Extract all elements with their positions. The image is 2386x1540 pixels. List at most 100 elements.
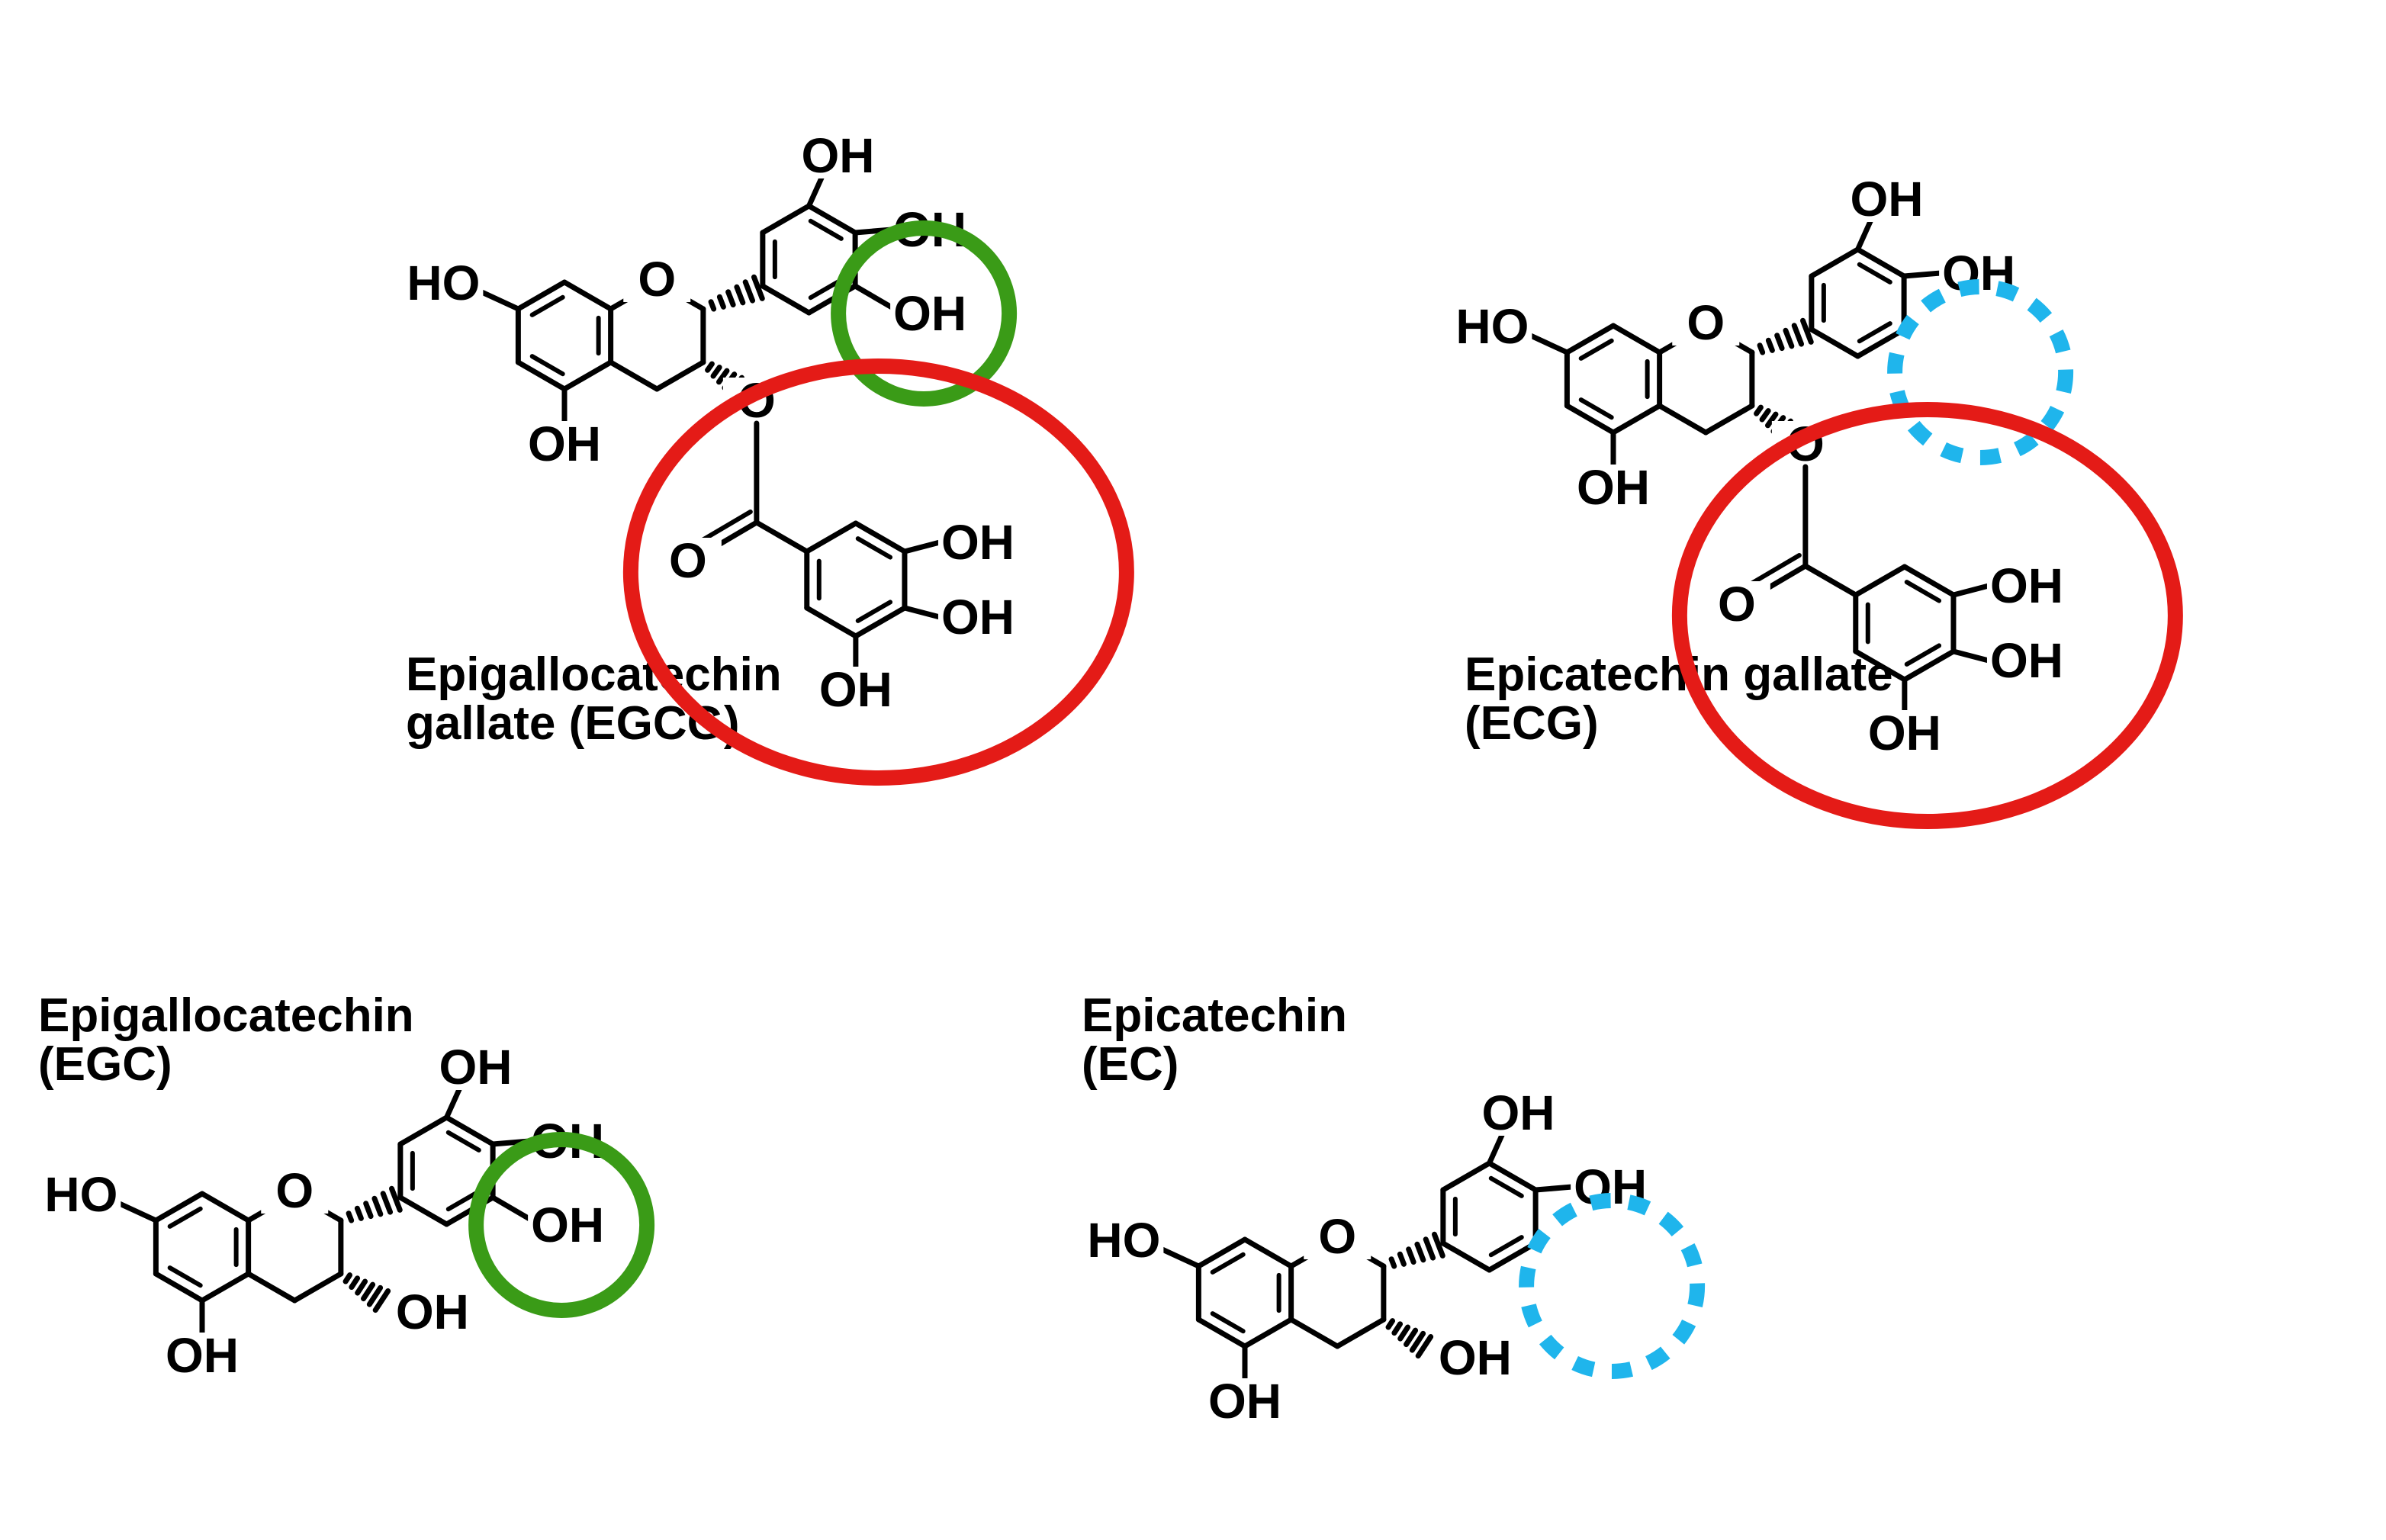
compound-abbreviation: (EGC): [38, 1038, 172, 1091]
galloyl-hydroxyl-label: OH: [819, 662, 892, 717]
atom-background: [1870, 710, 1938, 756]
compound-abbreviation: (EC): [1082, 1038, 1179, 1091]
c3-wedge: [1391, 1321, 1404, 1336]
bond: [1334, 1317, 1387, 1349]
carbonyl-double-bond: [696, 510, 753, 545]
c3-wedge: [705, 361, 715, 373]
double-bond: [1210, 1311, 1246, 1334]
extra-hydroxyl-highlight: [831, 220, 1018, 407]
atom-background: [528, 1202, 596, 1248]
atom-background: [1484, 1090, 1552, 1136]
double-bond: [529, 294, 565, 317]
bond: [1853, 564, 1908, 598]
b-ring-wedge: [1765, 337, 1775, 353]
bond: [1486, 1160, 1539, 1193]
atom-background: [1703, 581, 1770, 627]
bond: [153, 1191, 205, 1223]
c3-wedge: [361, 1281, 376, 1302]
b-ring-wedge: [751, 274, 765, 301]
bond: [1486, 1130, 1506, 1166]
bond: [1242, 1236, 1294, 1269]
atom-background: [937, 594, 1005, 640]
atom-background: [261, 1168, 329, 1214]
b-ring-wedge: [1397, 1251, 1407, 1267]
double-bond: [1904, 643, 1942, 667]
double-bond: [167, 1206, 203, 1229]
c3-wedge: [342, 1272, 353, 1284]
atom-background: [804, 133, 872, 178]
double-bond: [1210, 1252, 1246, 1275]
extra-hydroxyl-highlight: [468, 1132, 655, 1318]
bond: [443, 1084, 463, 1120]
hydroxyl-3-label: OH: [396, 1284, 469, 1339]
atom-background: [654, 538, 722, 584]
compound-name: Epigallocatechin: [38, 989, 414, 1042]
bond: [1195, 1236, 1248, 1269]
bond: [1902, 564, 1957, 598]
bond: [291, 1271, 344, 1304]
bond: [1802, 563, 1859, 598]
carbonyl-oxygen-label: O: [669, 533, 707, 588]
double-bond: [1488, 1175, 1524, 1198]
bond: [1902, 648, 1957, 683]
bond: [1486, 1240, 1539, 1273]
double-bond: [1488, 1235, 1524, 1258]
b-ring-wedge: [1406, 1246, 1416, 1265]
atom-background: [392, 1289, 460, 1335]
ring-oxygen-label: O: [275, 1163, 314, 1218]
b-ring-wedge: [371, 1195, 384, 1217]
bond: [760, 283, 812, 316]
bond: [1156, 1245, 1201, 1269]
bond: [853, 605, 908, 639]
hydroxyl-4p-label: OH: [439, 1040, 512, 1095]
bond: [902, 539, 943, 555]
double-bond: [445, 1130, 481, 1153]
bond: [475, 288, 521, 312]
bond: [1610, 323, 1663, 355]
c3-wedge: [1759, 408, 1771, 423]
bond: [113, 1199, 159, 1223]
b-ring-wedge: [708, 299, 717, 312]
atom-background: [1096, 1217, 1164, 1263]
double-bond: [1904, 580, 1942, 603]
b-ring-wedge: [1799, 317, 1814, 345]
bond: [490, 1194, 532, 1222]
b-ring-wedge: [380, 1191, 394, 1215]
bond: [1242, 1317, 1294, 1349]
ring-oxygen-label: O: [638, 252, 676, 307]
bond: [1853, 648, 1908, 683]
ring-oxygen-label: O: [1687, 295, 1725, 350]
atom-background: [442, 1044, 510, 1090]
hydroxyl-5-label: OH: [1577, 460, 1650, 515]
bond: [1564, 323, 1616, 355]
bond: [1195, 1317, 1248, 1349]
atom-background: [1986, 638, 2054, 683]
carbonyl-double-bond: [1744, 553, 1802, 588]
hydroxyl-5p-label: OH: [531, 1198, 604, 1252]
atom-background: [53, 1172, 121, 1217]
hydroxyl-7-label: HO: [44, 1167, 117, 1222]
gallate-group-highlight: [622, 358, 1134, 786]
double-bond: [1857, 321, 1892, 344]
c3-wedge: [349, 1275, 361, 1291]
b-ring-wedge: [1431, 1231, 1445, 1259]
c3-wedge: [1764, 411, 1779, 429]
bond: [1703, 403, 1755, 436]
bond: [852, 283, 895, 310]
bond: [1564, 403, 1616, 436]
compound-abbreviation: (ECG): [1465, 697, 1599, 750]
b-ring-wedge: [742, 279, 756, 304]
bond: [853, 520, 908, 555]
double-bond: [1578, 397, 1614, 420]
c3-wedge: [1397, 1324, 1411, 1342]
b-ring-wedge: [1414, 1241, 1426, 1263]
bond: [1440, 1160, 1492, 1193]
atom-background: [1672, 300, 1740, 346]
b-ring-wedge: [1774, 333, 1785, 352]
atom-background: [416, 260, 484, 306]
bond: [804, 605, 859, 639]
atom-background: [1435, 1335, 1503, 1381]
atom-background: [1986, 563, 2054, 609]
